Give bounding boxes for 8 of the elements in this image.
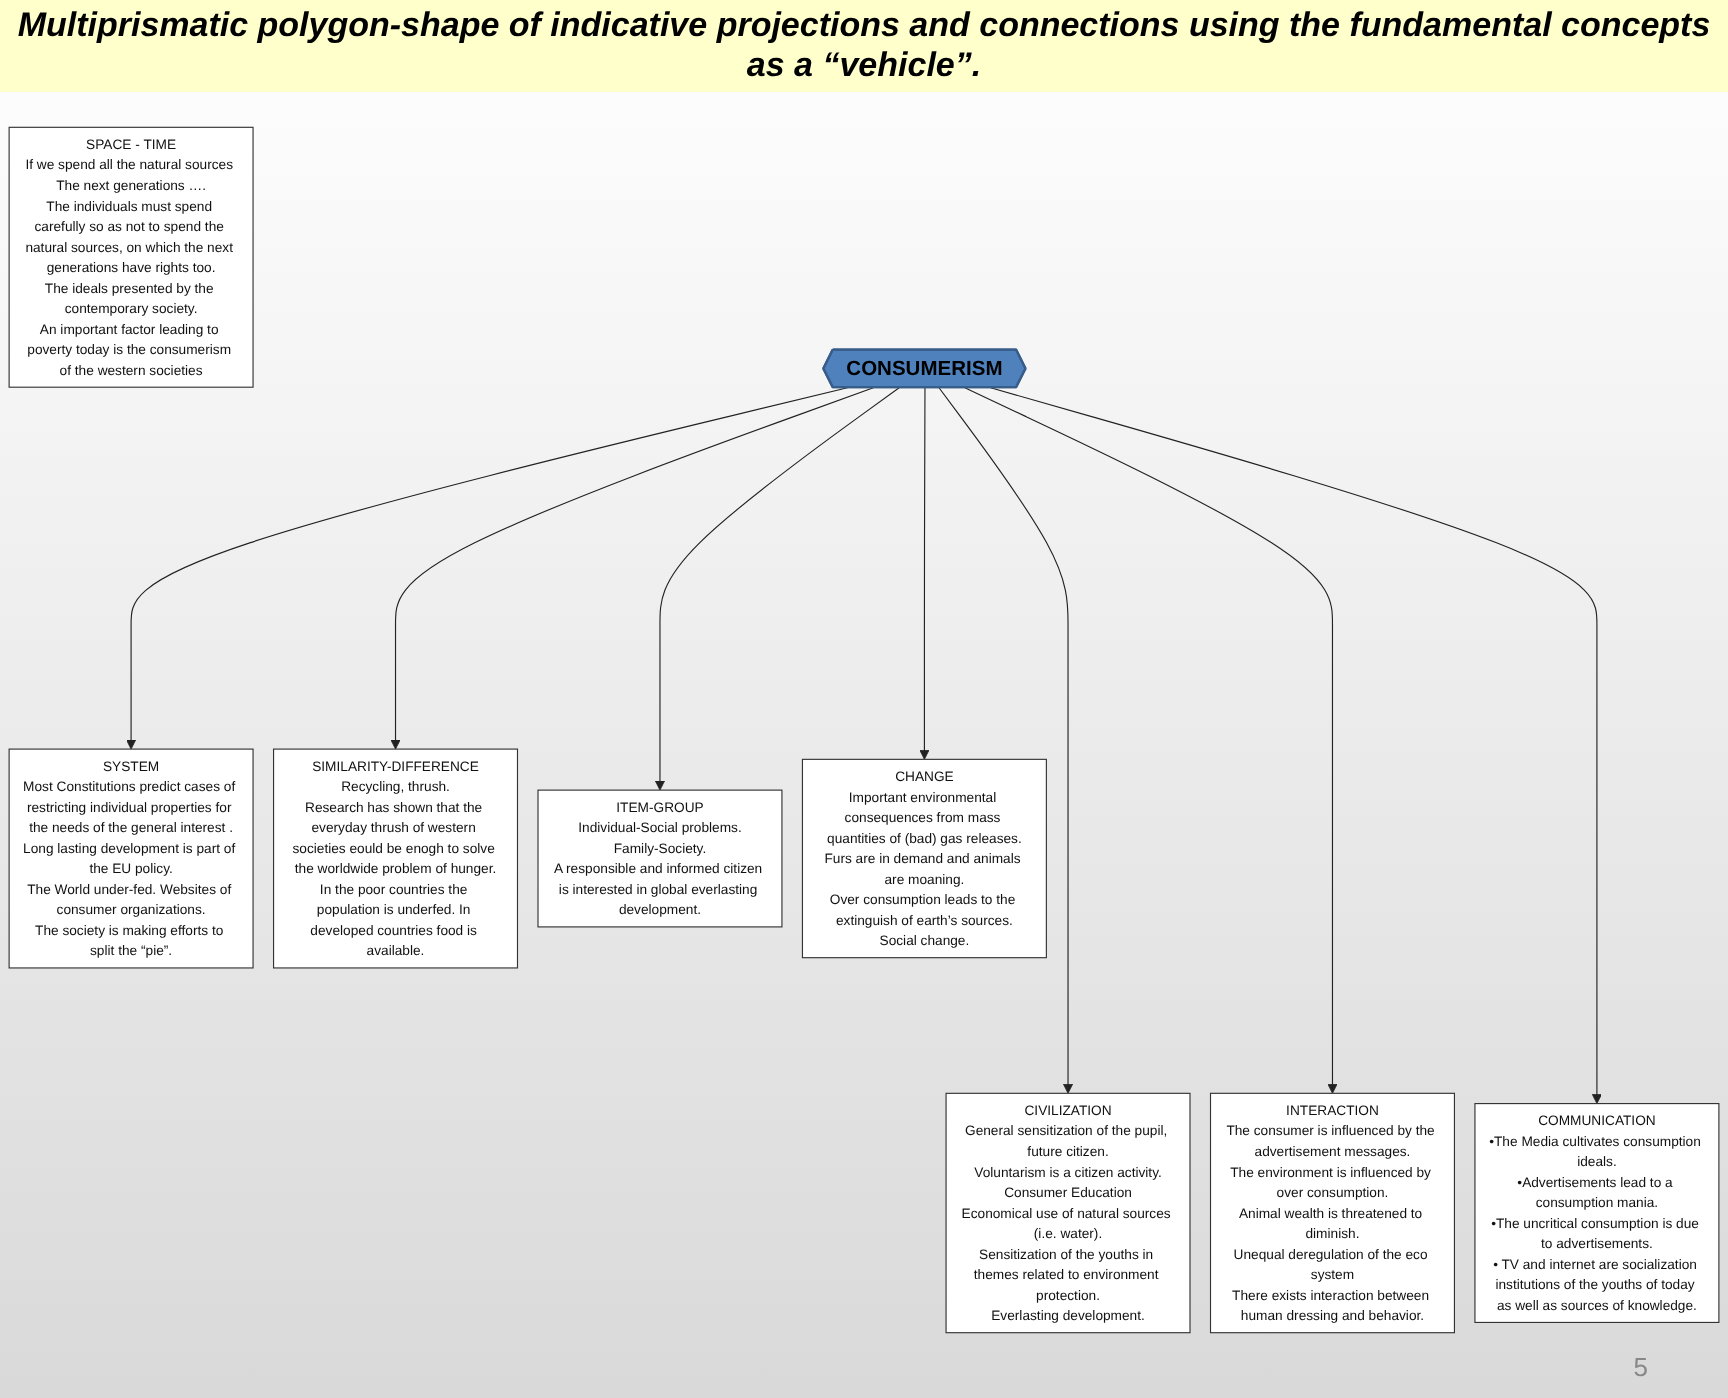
- arrow: [964, 387, 1338, 1094]
- arrow: [654, 387, 900, 791]
- page-number: 5: [1633, 1352, 1648, 1382]
- arrow: [990, 387, 1602, 1105]
- title: Multiprismatic polygon-shape of indicative projections and connections using the fundamental concepts as a “vehicle”.: [0, 0, 1728, 92]
- arrow: [919, 387, 930, 760]
- arrow: [390, 387, 874, 750]
- arrow: [938, 387, 1074, 1094]
